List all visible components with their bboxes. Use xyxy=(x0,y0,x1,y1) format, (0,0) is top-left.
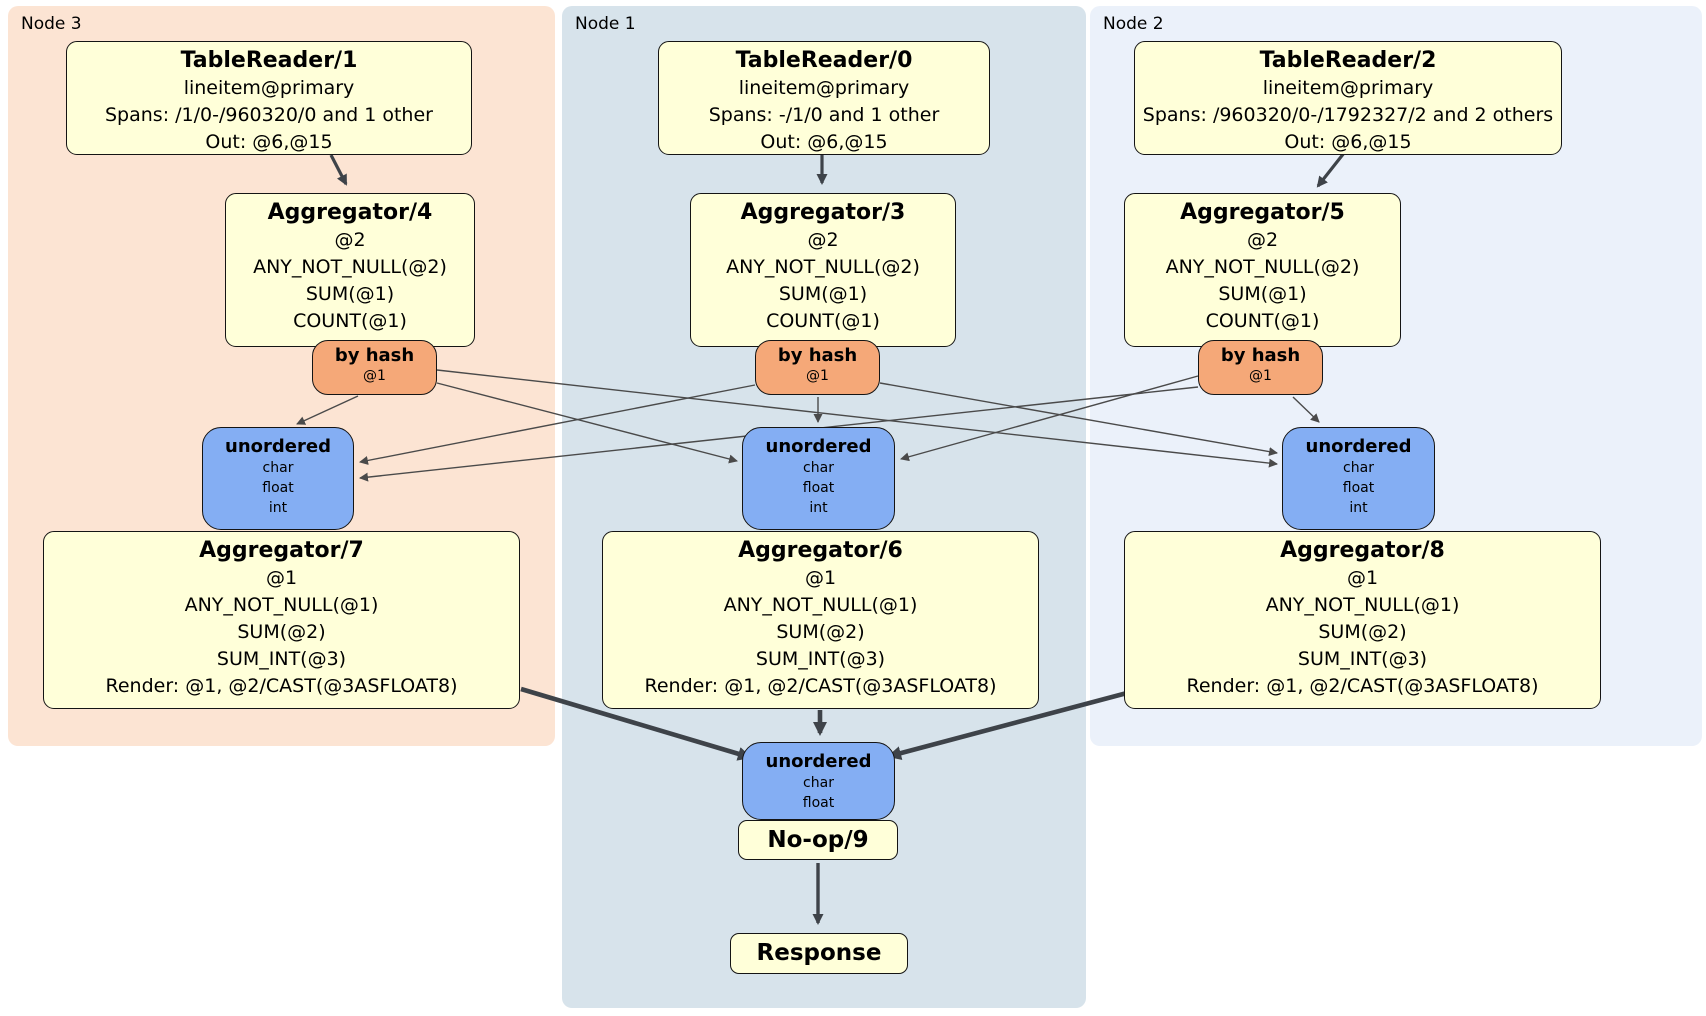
edge-hash3-sync2 xyxy=(436,369,1278,468)
processor-title: Aggregator/5 xyxy=(1180,200,1345,225)
edge-hash2-sync2 xyxy=(1292,396,1320,423)
edge-agg7-syncfinal xyxy=(520,686,752,761)
processor-title: TableReader/2 xyxy=(1259,48,1437,73)
edge-tr1-agg4 xyxy=(329,154,348,186)
edge-hash3-sync3 xyxy=(296,395,359,425)
node2-label: Node 2 xyxy=(1103,14,1164,34)
processor-title: TableReader/1 xyxy=(180,48,358,73)
edge-hash1-sync3 xyxy=(359,384,756,465)
node1-label: Node 1 xyxy=(575,14,636,34)
processor-title: TableReader/0 xyxy=(735,48,913,73)
node3-label: Node 3 xyxy=(21,14,82,34)
processor-title: Aggregator/3 xyxy=(740,200,906,225)
processor-aggregator-7: Aggregator/7 @1 ANY_NOT_NULL(@1) SUM(@2)… xyxy=(43,531,520,709)
sync-unordered-node3: unordered char float int xyxy=(202,427,354,530)
processor-tablereader-2: TableReader/2 lineitem@primary Spans: /9… xyxy=(1134,41,1562,155)
edge-hash3-sync1 xyxy=(436,382,738,464)
processor-title: Aggregator/4 xyxy=(267,200,433,225)
processor-aggregator-6: Aggregator/6 @1 ANY_NOT_NULL(@1) SUM(@2)… xyxy=(602,531,1039,709)
router-by-hash-node2: by hash @1 xyxy=(1198,340,1323,395)
router-by-hash-node3: by hash @1 xyxy=(312,340,437,395)
edge-tr2-agg5 xyxy=(1316,152,1346,188)
processor-noop-9: No-op/9 xyxy=(738,820,898,860)
processor-title: Aggregator/6 xyxy=(738,538,903,563)
edge-hash1-sync2 xyxy=(879,382,1278,457)
processor-tablereader-0: TableReader/0 lineitem@primary Spans: -/… xyxy=(658,41,990,155)
processor-aggregator-3: Aggregator/3 @2 ANY_NOT_NULL(@2) SUM(@1)… xyxy=(690,193,956,347)
processor-aggregator-4: Aggregator/4 @2 ANY_NOT_NULL(@2) SUM(@1)… xyxy=(225,193,475,347)
processor-title: Aggregator/8 xyxy=(1280,538,1445,563)
sync-unordered-node1: unordered char float int xyxy=(742,427,895,530)
edge-agg8-syncfinal xyxy=(887,690,1128,760)
processor-title: Aggregator/7 xyxy=(199,538,364,563)
sync-unordered-node2: unordered char float int xyxy=(1282,427,1435,530)
response-node: Response xyxy=(730,933,908,974)
processor-tablereader-1: TableReader/1 lineitem@primary Spans: /1… xyxy=(66,41,472,155)
processor-aggregator-8: Aggregator/8 @1 ANY_NOT_NULL(@1) SUM(@2)… xyxy=(1124,531,1601,709)
sync-unordered-final: unordered char float xyxy=(742,742,895,820)
edge-hash2-sync1 xyxy=(900,375,1199,462)
router-by-hash-node1: by hash @1 xyxy=(755,340,880,395)
processor-aggregator-5: Aggregator/5 @2 ANY_NOT_NULL(@2) SUM(@1)… xyxy=(1124,193,1401,347)
